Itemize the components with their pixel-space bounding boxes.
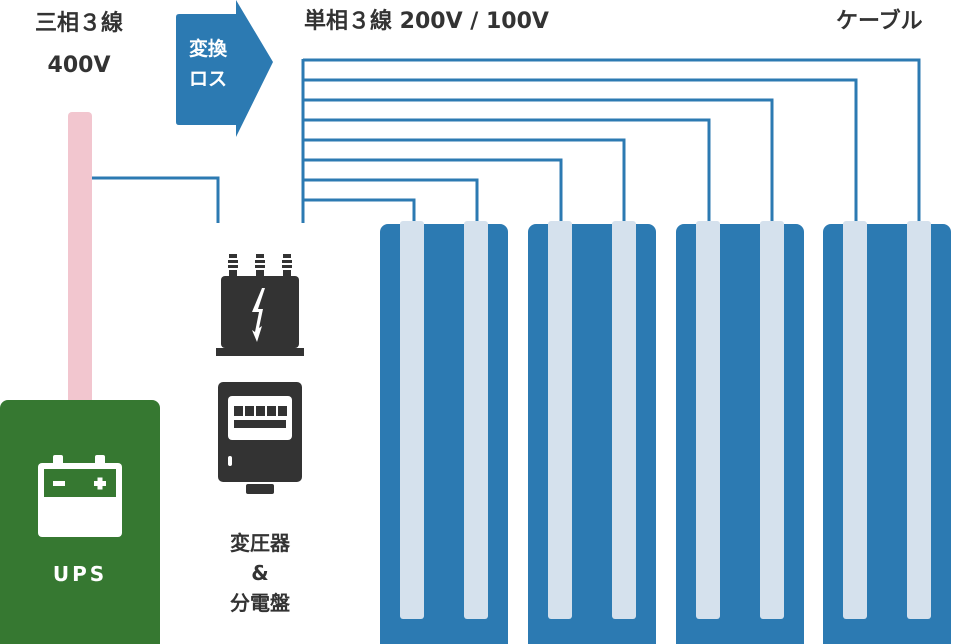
battery-icon xyxy=(38,455,122,537)
distribution-board-label: 分電盤 xyxy=(230,591,290,615)
three-phase-label: 三相３線 xyxy=(34,11,123,36)
transformer-label: 変圧器 xyxy=(230,531,290,555)
power-strip xyxy=(548,221,572,619)
cable-label: ケーブル xyxy=(836,9,923,34)
three-phase-voltage-label: 400V xyxy=(47,53,111,78)
transformer-and-distribution-board-label: 変圧器 & 分電盤 xyxy=(210,528,310,618)
single-phase-label: 単相３線 200V / 100V xyxy=(304,9,549,34)
power-strip xyxy=(612,221,636,619)
power-strip xyxy=(464,221,488,619)
cable-wire xyxy=(303,78,858,224)
server-rack-2 xyxy=(528,221,656,644)
power-strip xyxy=(843,221,867,619)
cable-wire xyxy=(303,58,921,224)
distribution-board-icon xyxy=(218,382,302,494)
cable-wire xyxy=(303,138,626,224)
three-phase-power-line xyxy=(68,112,92,412)
server-rack-4 xyxy=(823,221,951,644)
ups-to-transformer-wire xyxy=(92,176,220,223)
conversion-loss-line1: 変換 xyxy=(188,38,227,60)
power-strip xyxy=(696,221,720,619)
arrow-right-icon xyxy=(176,0,273,137)
conversion-loss-label: 変換 ロス xyxy=(176,34,240,94)
cable-wire xyxy=(303,158,563,224)
power-strip xyxy=(760,221,784,619)
server-rack-1 xyxy=(380,221,508,644)
power-strip xyxy=(400,221,424,619)
power-strip xyxy=(907,221,931,619)
cable-wire xyxy=(303,198,416,224)
cable-wire xyxy=(303,178,479,224)
server-rack-3 xyxy=(676,221,804,644)
conversion-loss-line2: ロス xyxy=(188,68,227,90)
cable-wire xyxy=(303,118,711,224)
ampersand-label: & xyxy=(251,561,269,585)
transformer-icon xyxy=(216,254,304,356)
cable-wire xyxy=(303,98,774,224)
ups-label: UPS xyxy=(52,562,108,586)
